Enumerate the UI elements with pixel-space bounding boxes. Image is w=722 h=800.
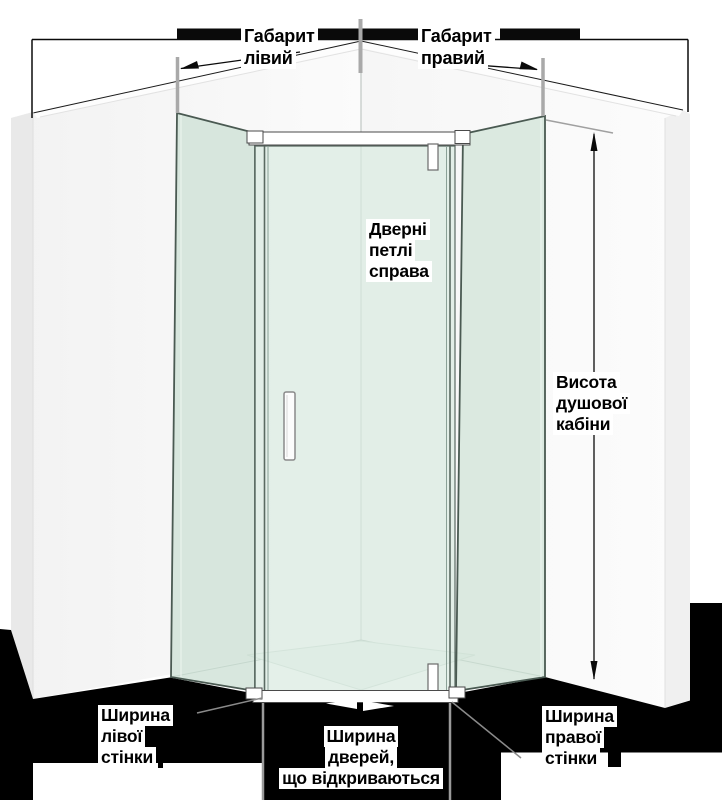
- label-cabin-height-line3: кабіни: [553, 414, 614, 435]
- right-wall-width-leader: [451, 701, 522, 759]
- label-door-hinges: Дверні петлі справа: [366, 219, 432, 282]
- label-left-wall-width-line1: Ширина: [98, 705, 173, 726]
- door-handle: [283, 391, 296, 461]
- label-gabarit-left: Габарит лівий: [241, 25, 318, 69]
- label-cabin-height: Висота душової кабіни: [553, 372, 631, 435]
- gabarit-right-arrowhead: [519, 61, 538, 70]
- label-left-wall-width-tick: [158, 747, 164, 768]
- label-cabin-height-line2: душової: [553, 393, 631, 414]
- top-rail-left-cap: [246, 130, 264, 144]
- tray-threshold-right-bracket: [448, 686, 466, 699]
- top-rail-right-cap: [454, 130, 471, 144]
- tray-threshold-left-bracket: [245, 687, 263, 700]
- label-gabarit-right-line2: правий: [418, 47, 488, 69]
- label-right-wall-width: Ширина правої стінки: [542, 706, 622, 769]
- door-width-arrow-right: [363, 700, 394, 711]
- height-arrowhead-bottom: [590, 661, 598, 680]
- label-right-wall-width-line3: стінки: [542, 748, 601, 769]
- left-wall-side-face: [11, 112, 33, 699]
- door-hinge-top: [427, 143, 439, 171]
- label-right-wall-width-row: стінки: [542, 748, 622, 769]
- label-right-wall-width-tick: [608, 750, 622, 767]
- label-gabarit-left-line1: Габарит: [241, 25, 318, 47]
- label-gabarit-left-line2: лівий: [241, 47, 296, 69]
- wall-top-inner-edge-left: [39, 48, 362, 118]
- label-right-wall-width-line1: Ширина: [542, 706, 617, 727]
- floor-shadow: [0, 603, 722, 800]
- glass-enclosure: [170, 111, 546, 703]
- label-left-wall-width: Ширина лівої стінки: [98, 705, 173, 768]
- label-door-hinges-line1: Дверні: [366, 219, 430, 240]
- ceiling-edge-left: [32, 40, 362, 114]
- ceiling-edge-right: [360, 40, 684, 111]
- wall-top-inner-edge-right: [360, 48, 677, 117]
- label-door-hinges-line2: петлі: [366, 240, 416, 261]
- label-gabarit-right: Габарит правий: [418, 25, 495, 69]
- label-door-width-line2: дверей,: [324, 747, 397, 768]
- label-right-wall-width-line2: правої: [542, 727, 604, 748]
- glass-panel-right: [455, 114, 546, 693]
- label-door-width: Ширина дверей, що відкриваються: [251, 726, 471, 789]
- label-gabarit-right-line1: Габарит: [418, 25, 495, 47]
- height-extension-tick: [545, 119, 614, 134]
- label-door-hinges-line3: справа: [366, 261, 432, 282]
- door-width-arrow-left: [326, 698, 357, 709]
- gabarit-left-arrowhead: [180, 61, 199, 69]
- height-arrowhead-top: [590, 132, 598, 151]
- label-door-width-line3: що відкриваються: [279, 768, 443, 789]
- label-door-width-line1: Ширина: [323, 726, 399, 747]
- left-wall-width-leader: [196, 697, 263, 714]
- top-rail: [248, 131, 471, 146]
- label-cabin-height-line1: Висота: [553, 372, 620, 393]
- glass-panel-left: [170, 111, 256, 693]
- label-left-wall-width-line2: лівої: [98, 726, 146, 747]
- right-wall-side-face: [665, 110, 690, 708]
- label-left-wall-width-line3: стінки: [98, 747, 157, 768]
- top-dimension-bar-right: [500, 28, 580, 39]
- door-hinge-bottom: [427, 663, 439, 692]
- label-left-wall-width-row: стінки: [98, 747, 164, 768]
